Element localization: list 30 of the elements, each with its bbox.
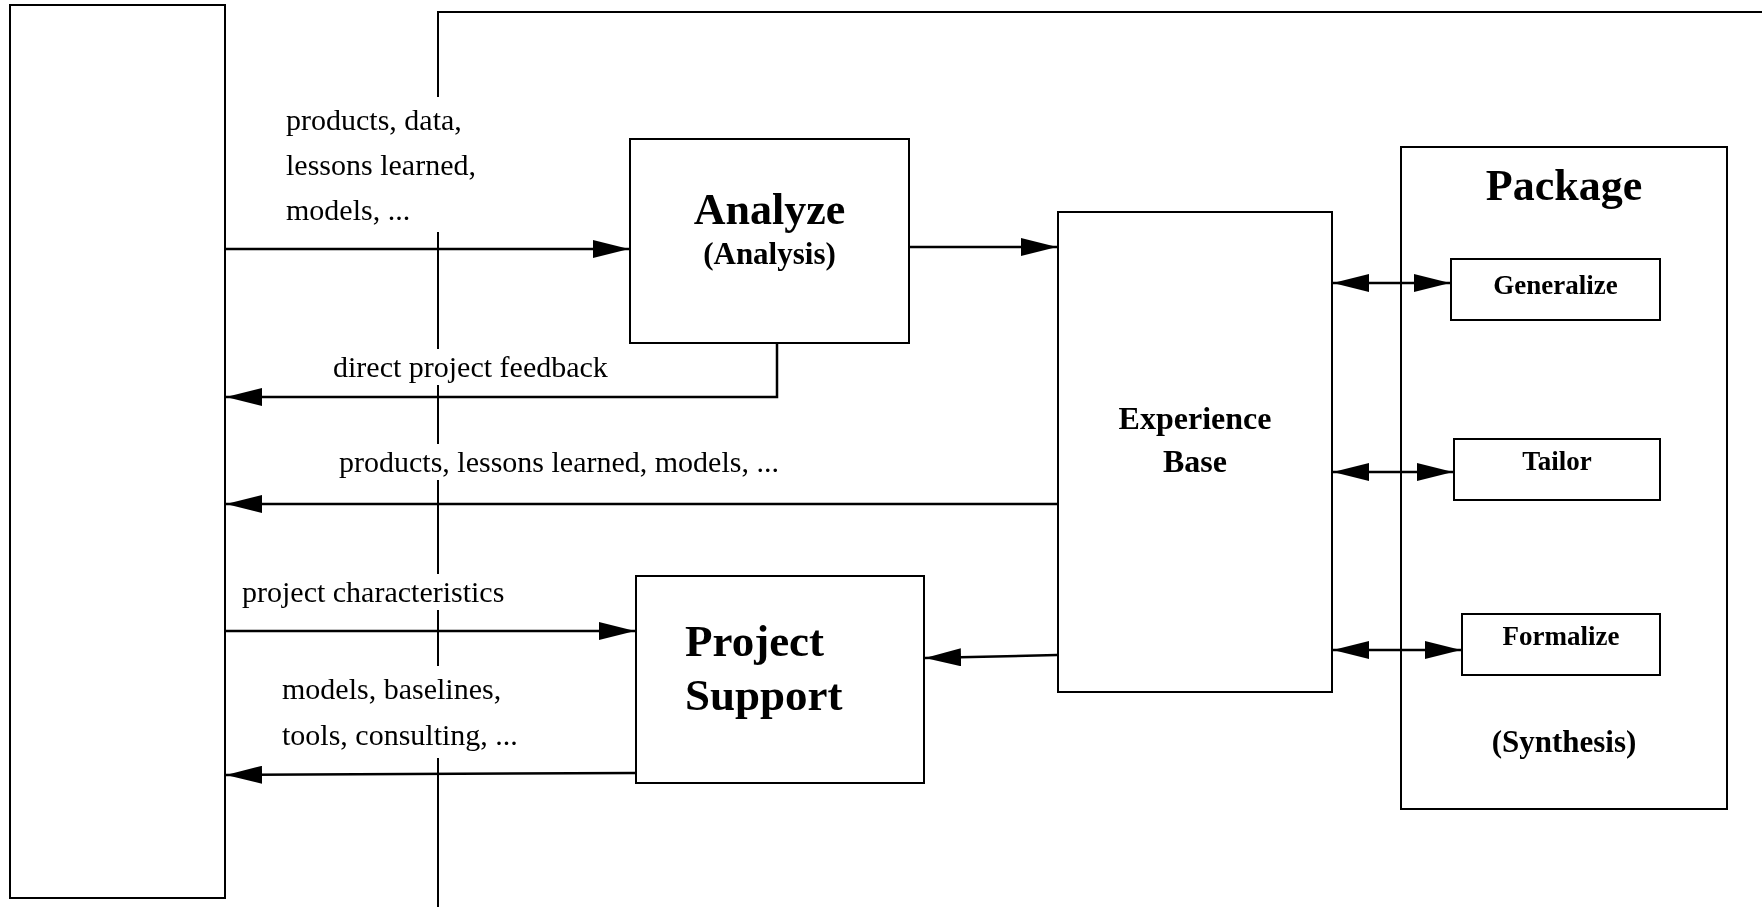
- arrow: [1333, 463, 1453, 481]
- arrow: [910, 238, 1057, 256]
- process-box: [1400, 146, 1728, 810]
- arrow: [226, 240, 629, 258]
- node-title: Formalize: [1502, 620, 1620, 653]
- edge-label: project characteristics: [242, 574, 505, 610]
- arrow: [226, 622, 635, 640]
- node-title: Generalize: [1493, 269, 1618, 302]
- arrow: [1333, 641, 1461, 659]
- edge-label: products, lessons learned, models, ...: [339, 444, 779, 480]
- node-title: Package: [1485, 160, 1643, 212]
- arrow: [1333, 274, 1450, 292]
- empty-box: [9, 4, 226, 899]
- arrow: [226, 344, 779, 406]
- node-subtitle: (Synthesis): [1491, 722, 1637, 760]
- process-box: [1453, 438, 1661, 501]
- node-title: Analyze: [693, 186, 846, 235]
- process-box: [1057, 211, 1333, 693]
- process-box: [1461, 613, 1661, 676]
- edge-label: direct project feedback: [333, 349, 608, 385]
- process-box: [635, 575, 925, 784]
- node-title: Tailor: [1522, 445, 1592, 478]
- arrow: [226, 495, 1057, 513]
- node-title: Project Support: [685, 614, 844, 722]
- process-box: [629, 138, 910, 344]
- process-box: [1450, 258, 1661, 321]
- arrow: [924, 648, 1058, 667]
- arrow: [226, 765, 635, 784]
- node-title: Experience Base: [1117, 398, 1273, 481]
- node-subtitle: (Analysis): [703, 234, 836, 272]
